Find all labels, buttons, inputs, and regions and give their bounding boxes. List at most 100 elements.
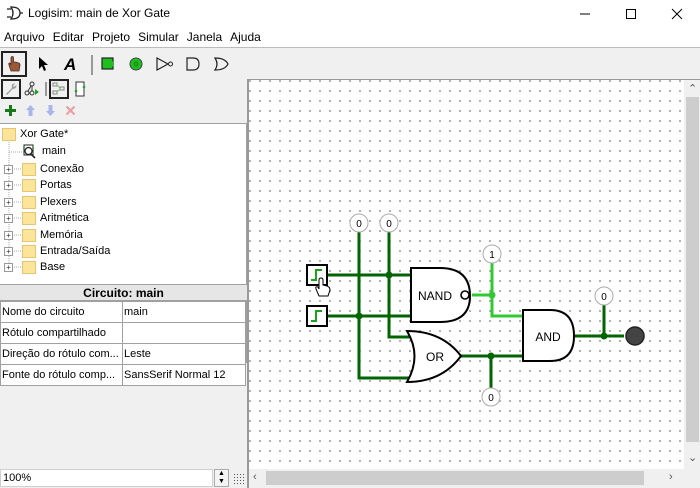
tree-library[interactable]: Aritmética — [22, 210, 89, 226]
output-pin-button[interactable] — [123, 51, 149, 77]
tree-library[interactable]: Memória — [22, 227, 83, 243]
attribute-value[interactable] — [122, 322, 246, 344]
poke-tool-button[interactable] — [1, 51, 27, 77]
layout-icon — [52, 82, 65, 95]
menu-ajuda[interactable]: Ajuda — [230, 30, 261, 44]
folder-icon — [22, 211, 36, 225]
expand-memoria[interactable]: + — [4, 231, 13, 240]
attribute-value[interactable]: Leste — [122, 343, 246, 365]
expand-portas[interactable]: + — [4, 181, 13, 190]
probe[interactable]: 0 — [594, 286, 614, 306]
nand-label: NAND — [418, 289, 452, 303]
move-up-button[interactable] — [21, 101, 39, 119]
menu-editar[interactable]: Editar — [52, 30, 85, 44]
and-gate-button[interactable] — [180, 51, 206, 77]
attribute-row[interactable]: Direção do rótulo com...Leste — [0, 343, 246, 365]
tree-library[interactable]: Base — [22, 259, 65, 275]
probe-value: 1 — [489, 250, 495, 261]
delete-icon — [65, 105, 75, 115]
expand-conexao[interactable]: + — [4, 165, 13, 174]
nand-gate[interactable]: NAND — [410, 267, 472, 323]
scroll-up-icon[interactable]: ⌃ — [688, 83, 698, 95]
input-pin-1[interactable] — [306, 264, 328, 286]
zoom-spinner[interactable]: ▲▼ — [214, 469, 229, 487]
expand-base[interactable]: + — [4, 263, 13, 272]
wire — [387, 232, 412, 339]
expand-plexers[interactable]: + — [4, 198, 13, 207]
close-icon — [671, 8, 683, 20]
maximize-button[interactable] — [608, 0, 654, 28]
text-A-icon: A — [63, 55, 76, 73]
maximize-icon — [626, 9, 636, 19]
folder-icon — [2, 127, 16, 141]
simulation-view-button[interactable] — [22, 79, 42, 99]
scroll-right-icon[interactable]: › — [669, 471, 673, 483]
select-tool-button[interactable] — [30, 51, 56, 77]
main-toolbar: A — [0, 49, 700, 79]
or-gate-button[interactable] — [208, 51, 234, 77]
attribute-row[interactable]: Fonte do rótulo comp...SansSerif Normal … — [0, 364, 246, 386]
attribute-row[interactable]: Rótulo compartilhado — [0, 322, 246, 344]
input-pin-2[interactable] — [306, 305, 328, 327]
probe[interactable]: 0 — [349, 213, 369, 233]
attribute-key: Nome do circuito — [0, 301, 123, 323]
tree-lines — [8, 142, 22, 269]
move-down-button[interactable] — [41, 101, 59, 119]
horizontal-scroll-thumb[interactable] — [266, 471, 644, 485]
explorer-separator — [45, 82, 47, 96]
not-gate-icon — [156, 56, 173, 72]
probe[interactable]: 0 — [379, 213, 399, 233]
input-pin-button[interactable] — [95, 51, 121, 77]
wire — [472, 293, 523, 318]
scroll-down-icon[interactable]: ⌄ — [688, 452, 698, 464]
attribute-value[interactable]: main — [122, 301, 246, 323]
tree-library[interactable]: Conexão — [22, 161, 84, 177]
folder-icon — [22, 244, 36, 258]
probe[interactable]: 1 — [482, 244, 502, 264]
and-gate[interactable]: AND — [522, 309, 576, 362]
folder-icon — [22, 228, 36, 242]
tree-circuit-main[interactable]: main — [22, 143, 66, 159]
tree-project-node[interactable]: Xor Gate* — [2, 126, 68, 142]
or-gate[interactable]: OR — [405, 329, 463, 384]
menu-simular[interactable]: Simular — [138, 30, 179, 44]
library-label: Base — [40, 261, 66, 273]
or-label: OR — [426, 350, 444, 364]
tree-library[interactable]: Entrada/Saída — [22, 243, 110, 259]
zoom-input[interactable]: 100% — [0, 469, 213, 487]
menu-arquivo[interactable]: Arquivo — [4, 30, 45, 44]
expand-aritmetica[interactable]: + — [4, 214, 13, 223]
output-led — [625, 326, 645, 346]
expand-entrada-saida[interactable]: + — [4, 247, 13, 256]
circuit-name: main — [42, 145, 66, 157]
text-tool-button[interactable]: A — [58, 51, 84, 77]
probe[interactable]: 0 — [481, 387, 501, 407]
horizontal-scrollbar[interactable]: ‹ › — [249, 469, 684, 487]
folder-icon — [22, 162, 36, 176]
toolbox-view-button[interactable] — [1, 79, 21, 99]
or-gate-icon — [213, 57, 229, 71]
scroll-left-icon[interactable]: ‹ — [253, 471, 257, 483]
appearance-view-button[interactable] — [70, 79, 90, 99]
delete-circuit-button[interactable] — [61, 101, 79, 119]
logisim-app-icon — [6, 5, 24, 24]
close-button[interactable] — [654, 0, 700, 28]
tree-library[interactable]: Portas — [22, 177, 72, 193]
add-circuit-button[interactable] — [1, 101, 19, 119]
vertical-scroll-thumb[interactable] — [686, 97, 699, 442]
library-label: Portas — [40, 179, 72, 191]
menu-janela[interactable]: Janela — [186, 30, 223, 44]
probe-value: 0 — [356, 219, 362, 230]
toolbar-separator — [91, 55, 93, 75]
vertical-scrollbar[interactable]: ⌃ ⌄ — [684, 80, 700, 469]
menu-projeto[interactable]: Projeto — [92, 30, 131, 44]
minimize-button[interactable] — [562, 0, 608, 28]
tree-library[interactable]: Plexers — [22, 194, 77, 210]
explorer-toolbar — [0, 79, 247, 101]
circuit-canvas[interactable]: NAND OR AND 0 0 1 — [249, 80, 684, 469]
attribute-value[interactable]: SansSerif Normal 12 — [122, 364, 246, 386]
not-gate-button[interactable] — [152, 51, 178, 77]
grid-toggle-icon[interactable] — [233, 473, 245, 485]
layout-view-button[interactable] — [49, 79, 69, 99]
